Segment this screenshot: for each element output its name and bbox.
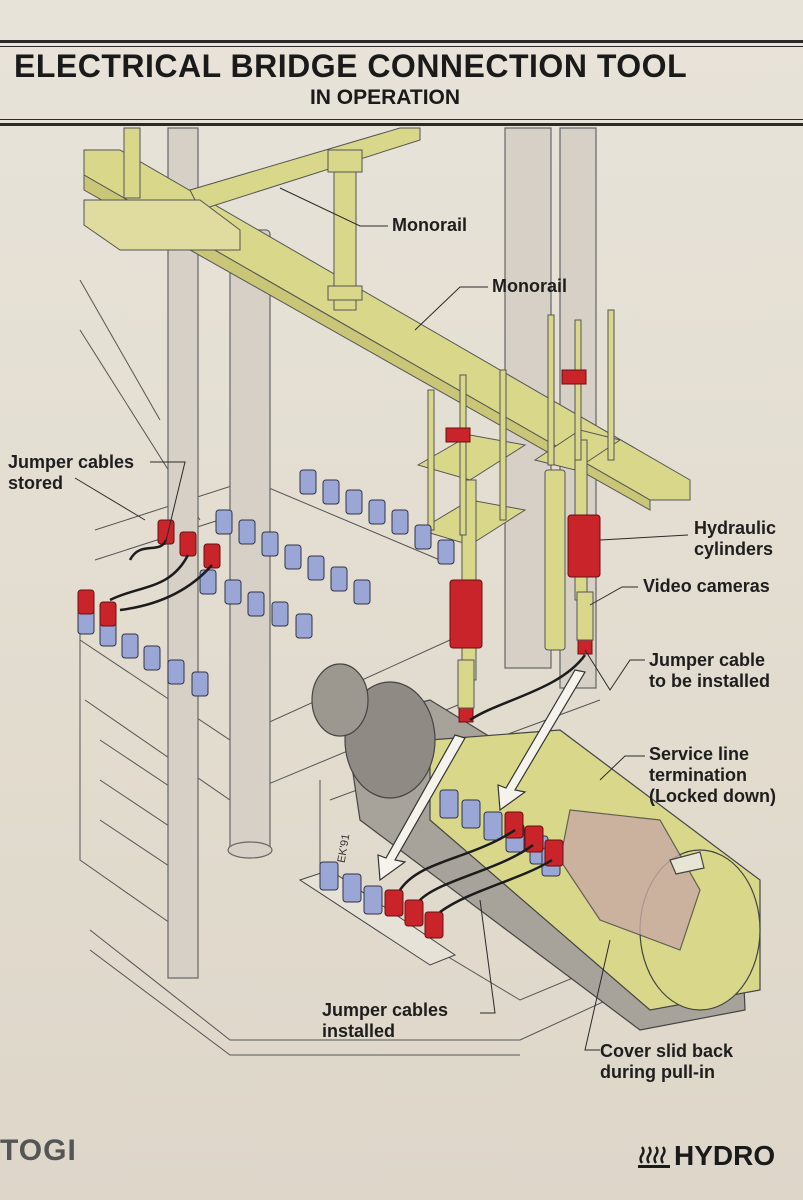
label-line: Service line bbox=[649, 744, 750, 764]
label-line: Hydraulic bbox=[694, 518, 777, 538]
label-jumper-cable-to-install: Jumper cable to be installed bbox=[649, 650, 770, 692]
hydro-logo-icon bbox=[638, 1146, 670, 1168]
hydraulic-cylinders bbox=[445, 369, 601, 723]
video-cameras bbox=[457, 591, 594, 709]
label-line: (Locked down) bbox=[649, 786, 776, 806]
label-cover-slid-back: Cover slid back during pull-in bbox=[600, 1041, 733, 1083]
label-monorail-lower: Monorail bbox=[492, 276, 567, 296]
label-hydraulic-cylinders: Hydraulic cylinders bbox=[694, 518, 776, 560]
label-jumper-cables-installed: Jumper cables installed bbox=[322, 1000, 448, 1042]
label-video-cameras: Video cameras bbox=[643, 576, 770, 596]
label-line: Jumper cable bbox=[649, 650, 766, 670]
monorail-structure bbox=[83, 127, 691, 511]
label-line: Jumper cables bbox=[322, 1000, 449, 1020]
header-bottom-rule bbox=[0, 123, 803, 126]
stored-connectors bbox=[77, 469, 455, 697]
label-monorail-upper: Monorail bbox=[392, 215, 467, 235]
label-line: termination bbox=[649, 765, 748, 785]
label-line: installed bbox=[322, 1021, 396, 1041]
label-line: cylinders bbox=[694, 539, 774, 559]
hydro-wordmark: HYDRO bbox=[674, 1140, 776, 1171]
label-jumper-cables-stored: Jumper cables stored bbox=[8, 452, 134, 494]
install-arrows bbox=[377, 669, 586, 882]
stored-jumper-heads bbox=[77, 519, 221, 627]
label-line: to be installed bbox=[649, 671, 771, 691]
top-rule bbox=[0, 40, 803, 43]
hydro-brand: HYDRO bbox=[638, 1140, 775, 1172]
leader-lines bbox=[74, 187, 689, 1051]
top-rule-thin bbox=[0, 46, 803, 47]
label-line: stored bbox=[8, 473, 64, 493]
label-line: Jumper cables bbox=[8, 452, 135, 472]
togi-brand: TOGI bbox=[0, 1134, 77, 1167]
poster-subtitle: IN OPERATION bbox=[309, 86, 461, 109]
installed-jumper-heads bbox=[384, 811, 564, 939]
label-line: Cover slid back bbox=[600, 1041, 734, 1061]
label-line: during pull-in bbox=[600, 1062, 715, 1082]
label-service-line-termination: Service line termination (Locked down) bbox=[649, 744, 776, 807]
header-bottom-rule-thin bbox=[0, 119, 803, 120]
poster-title: ELECTRICAL BRIDGE CONNECTION TOOL bbox=[14, 48, 688, 84]
jumper-cables bbox=[109, 539, 587, 914]
